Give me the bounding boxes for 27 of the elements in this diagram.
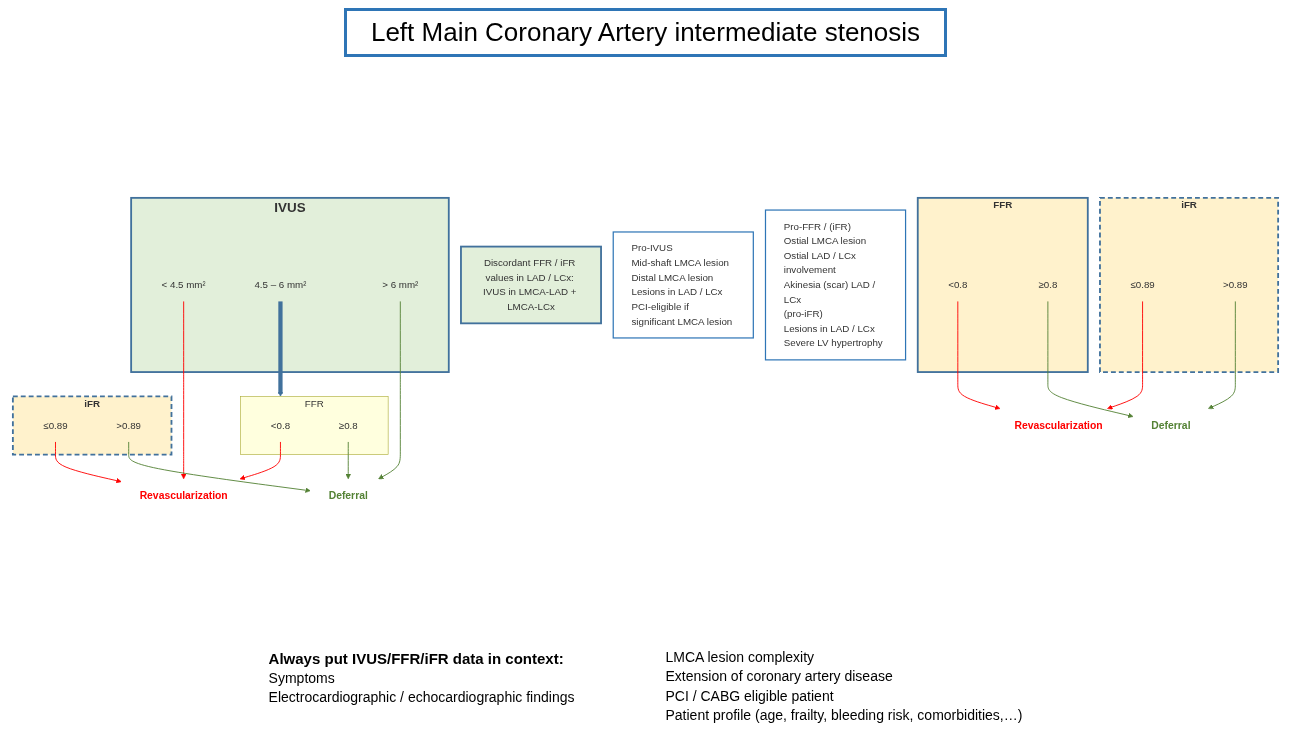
title: Left Main Coronary Artery intermediate stenosis	[343, 8, 948, 57]
node-text: >0.89	[116, 420, 142, 431]
node-box: Pro-IVUS Mid-shaft LMCA lesion Distal LMCA lesion Lesions in LAD / LCx PCI-eligible if significant LMCA lesion	[612, 231, 754, 339]
node-text: > 6 mm²	[382, 279, 419, 290]
note-text: Symptoms	[268, 668, 336, 688]
node-text: < 4.5 mm²	[161, 279, 206, 290]
node-box: Pro-FFR / (iFR) Ostial LMCA lesion Ostial LAD / LCx involvement Akinesia (scar) LAD / LCx (pro-iFR) Lesions in LAD / LCx Severe LV hypertrophy	[764, 209, 907, 361]
note-text: LMCA lesion complexity	[665, 647, 816, 667]
node-text: Revascularization	[139, 489, 228, 502]
node-text: <0.8	[948, 279, 968, 290]
node-text: ≥0.8	[338, 420, 358, 431]
note-text: Electrocardiographic / echocardiographic findings	[268, 688, 576, 708]
note-text: PCI / CABG eligible patient	[665, 686, 835, 706]
node-text: ≥0.8	[1038, 279, 1058, 290]
node-text: Deferral	[1151, 419, 1191, 432]
node-text: ≤0.89	[1130, 279, 1155, 290]
node-text: >0.89	[1223, 279, 1248, 290]
arrow	[277, 301, 284, 397]
node-box: Discordant FFR / iFR values in LAD / LCx: IVUS in LMCA-LAD + LMCA-LCx	[460, 245, 602, 325]
note-text: Patient profile (age, frailty, bleeding risk, comorbidities,…)	[665, 706, 1023, 726]
note-text: Always put IVUS/FFR/iFR data in context:	[268, 648, 565, 669]
node-text: 4.5 – 6 mm²	[254, 279, 307, 290]
node-text: Deferral	[328, 489, 368, 502]
node-text: <0.8	[270, 420, 291, 431]
node-text: Revascularization	[1014, 419, 1103, 432]
note-text: Extension of coronary artery disease	[665, 667, 894, 687]
node-text: ≤0.89	[43, 420, 68, 431]
